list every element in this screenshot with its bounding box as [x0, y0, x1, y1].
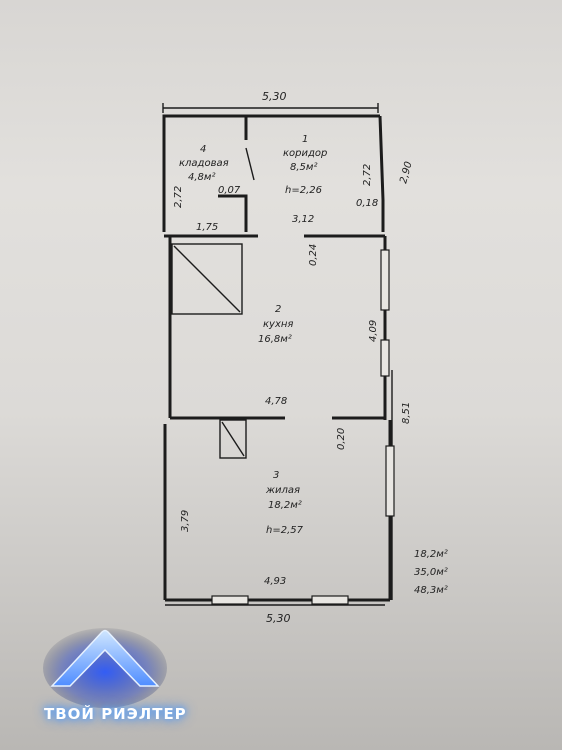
room-3-area: 18,2м² [268, 500, 302, 511]
room-4-number: 4 [200, 144, 206, 155]
stove-diagonal [173, 245, 241, 313]
living-window-bottom-1 [211, 595, 249, 605]
dim-kitchen-gap: 0,24 [308, 244, 319, 266]
dim-kitchen-right: 4,09 [368, 320, 379, 342]
dim-living-gap: 0,20 [336, 428, 347, 450]
room-4-area: 4,8м² [188, 172, 215, 183]
storage-outer-wall [162, 114, 246, 232]
total-usable-area: 35,0м² [414, 567, 448, 578]
logo-text: ТВОЙ РИЭЛТЕР [44, 705, 187, 723]
total-overall-area: 48,3м² [414, 585, 448, 596]
door-swing [245, 147, 255, 181]
room-1-height: h=2,26 [285, 185, 322, 196]
room-2-area: 16,8м² [258, 334, 292, 345]
total-living-area: 18,2м² [414, 549, 448, 560]
room-4-name: кладовая [179, 158, 229, 169]
dim-bottom-width: 5,30 [266, 612, 291, 625]
dim-kitchen-width: 4,78 [265, 396, 287, 407]
room-2-name: кухня [263, 319, 293, 330]
room-1-name: коридор [283, 148, 327, 159]
dim-storage-inner: 0,07 [218, 185, 241, 196]
kitchen-window-2 [380, 339, 390, 377]
dim-right-height-upper: 2,72 [362, 164, 373, 186]
stair-box [219, 419, 247, 459]
dim-corridor-small: 0,18 [356, 198, 378, 209]
corridor-right-wall [378, 115, 385, 232]
room-3-name: жилая [265, 485, 300, 496]
room-3-number: 3 [273, 470, 279, 481]
realtor-logo [40, 608, 170, 728]
room-3-height: h=2,57 [266, 525, 304, 536]
room-1-area: 8,5м² [290, 162, 317, 173]
dim-living-width: 4,93 [264, 576, 286, 587]
dim-top-width: 5,30 [262, 90, 287, 103]
living-window-bottom-2 [311, 595, 349, 605]
room-2-number: 2 [275, 304, 281, 315]
kitchen-window-1 [380, 249, 390, 311]
dim-total-right: 8,51 [401, 402, 412, 424]
dim-diag-right: 2,90 [398, 160, 414, 184]
room-1-number: 1 [302, 134, 308, 145]
stove-box [171, 243, 243, 315]
stair-diagonal [221, 421, 245, 457]
storage-inner-partition [218, 194, 248, 232]
dim-living-left: 3,79 [180, 510, 191, 532]
living-window-right [385, 445, 395, 517]
house-roof-icon [43, 628, 167, 708]
dim-left-height-upper: 2,72 [173, 186, 184, 208]
dim-corridor-inner: 3,12 [292, 214, 314, 225]
dim-storage-width: 1,75 [196, 222, 218, 233]
